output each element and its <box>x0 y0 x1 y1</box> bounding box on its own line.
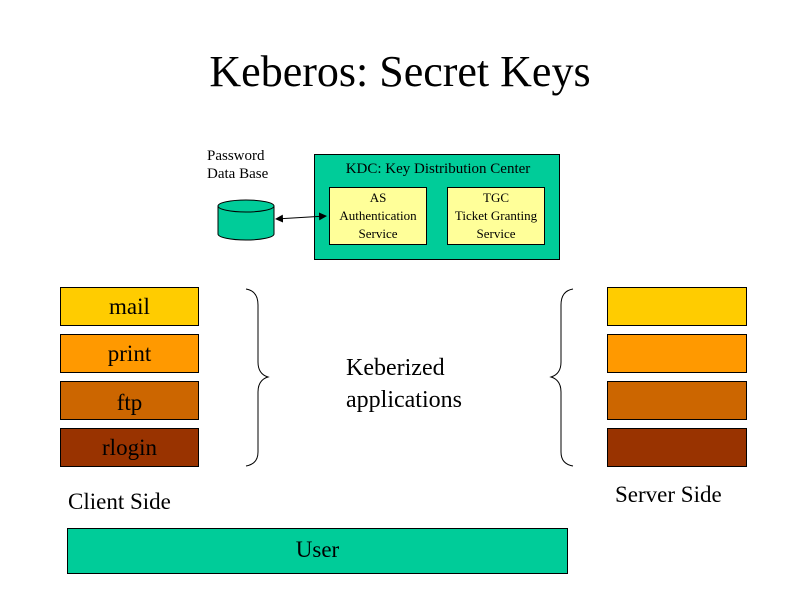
client-app-mail: mail <box>60 287 199 326</box>
tgc-service-box: TGC Ticket Granting Service <box>447 187 545 245</box>
server-app-bar-3 <box>607 381 747 420</box>
as-service-line1: AS <box>369 190 387 205</box>
as-service-line2: Authentication <box>339 208 417 223</box>
as-service-box: AS Authentication Service <box>329 187 427 245</box>
database-kdc-arrow <box>275 212 327 223</box>
kdc-title: KDC: Key Distribution Center <box>345 161 531 177</box>
password-database-label-line1: Password <box>207 148 265 164</box>
server-app-bar-4 <box>607 428 747 467</box>
tgc-service-line2: Ticket Granting <box>454 208 538 223</box>
password-database-label-line2: Data Base <box>207 166 269 182</box>
client-brace-icon <box>245 288 270 467</box>
client-app-rlogin: rlogin <box>60 428 199 467</box>
database-icon <box>217 199 275 241</box>
as-service-line3: Service <box>358 226 398 241</box>
server-brace-icon <box>549 288 574 467</box>
keberized-applications-line2: applications <box>346 387 462 413</box>
client-side-label: Client Side <box>68 489 171 514</box>
slide-title: Keberos: Secret Keys <box>209 47 591 96</box>
server-app-bar-2 <box>607 334 747 373</box>
kdc-box: KDC: Key Distribution Center AS Authenti… <box>314 154 560 260</box>
client-app-ftp: ftp <box>60 381 199 420</box>
tgc-service-line3: Service <box>476 226 516 241</box>
server-app-bar-1 <box>607 287 747 326</box>
server-side-label: Server Side <box>615 482 722 507</box>
password-database-label: Password Data Base <box>207 147 268 183</box>
user-bar: User <box>67 528 568 574</box>
keberized-applications-label: Keberized applications <box>346 352 462 416</box>
client-app-print: print <box>60 334 199 373</box>
keberized-applications-line1: Keberized <box>346 355 445 381</box>
tgc-service-line1: TGC <box>483 190 509 205</box>
